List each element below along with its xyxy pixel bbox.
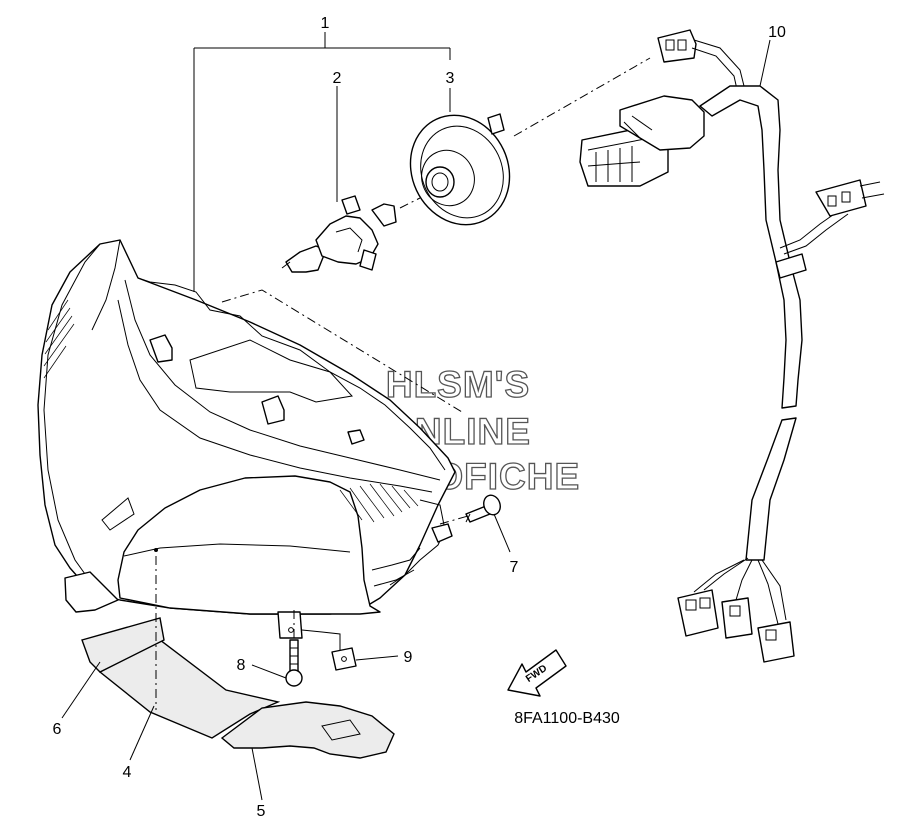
screw-icon xyxy=(285,639,303,687)
gasket-icon xyxy=(81,617,165,673)
clip-nut-icon xyxy=(331,647,357,671)
callout-3: 3 xyxy=(446,70,455,87)
fwd-arrow-icon: FWD xyxy=(507,649,567,697)
callout-5: 5 xyxy=(257,803,266,820)
callout-10: 10 xyxy=(768,24,786,41)
alignment-lines xyxy=(155,57,651,710)
callout-labels: 1 2 3 4 5 6 7 8 9 10 xyxy=(53,15,786,820)
bracket-plate-icon xyxy=(220,701,395,759)
screw-icon xyxy=(465,494,501,523)
lens-hatch xyxy=(43,299,75,379)
diagram-part-code: 8FA1100-B430 xyxy=(514,710,620,727)
bulb-socket-cover-icon xyxy=(409,113,511,226)
leader-lines xyxy=(61,32,771,801)
callout-4: 4 xyxy=(123,764,132,781)
bulb-icon xyxy=(281,195,397,273)
callout-9: 9 xyxy=(404,649,413,666)
callout-1: 1 xyxy=(321,15,330,32)
reflector-hatch xyxy=(339,483,419,523)
wire-harness-icon xyxy=(579,29,885,663)
headlight-assembly-icon xyxy=(37,239,456,650)
callout-2: 2 xyxy=(333,70,342,87)
callout-6: 6 xyxy=(53,721,62,738)
callout-7: 7 xyxy=(510,559,519,576)
watermark-line1: HLSM'S xyxy=(386,364,530,405)
callout-8: 8 xyxy=(237,657,246,674)
